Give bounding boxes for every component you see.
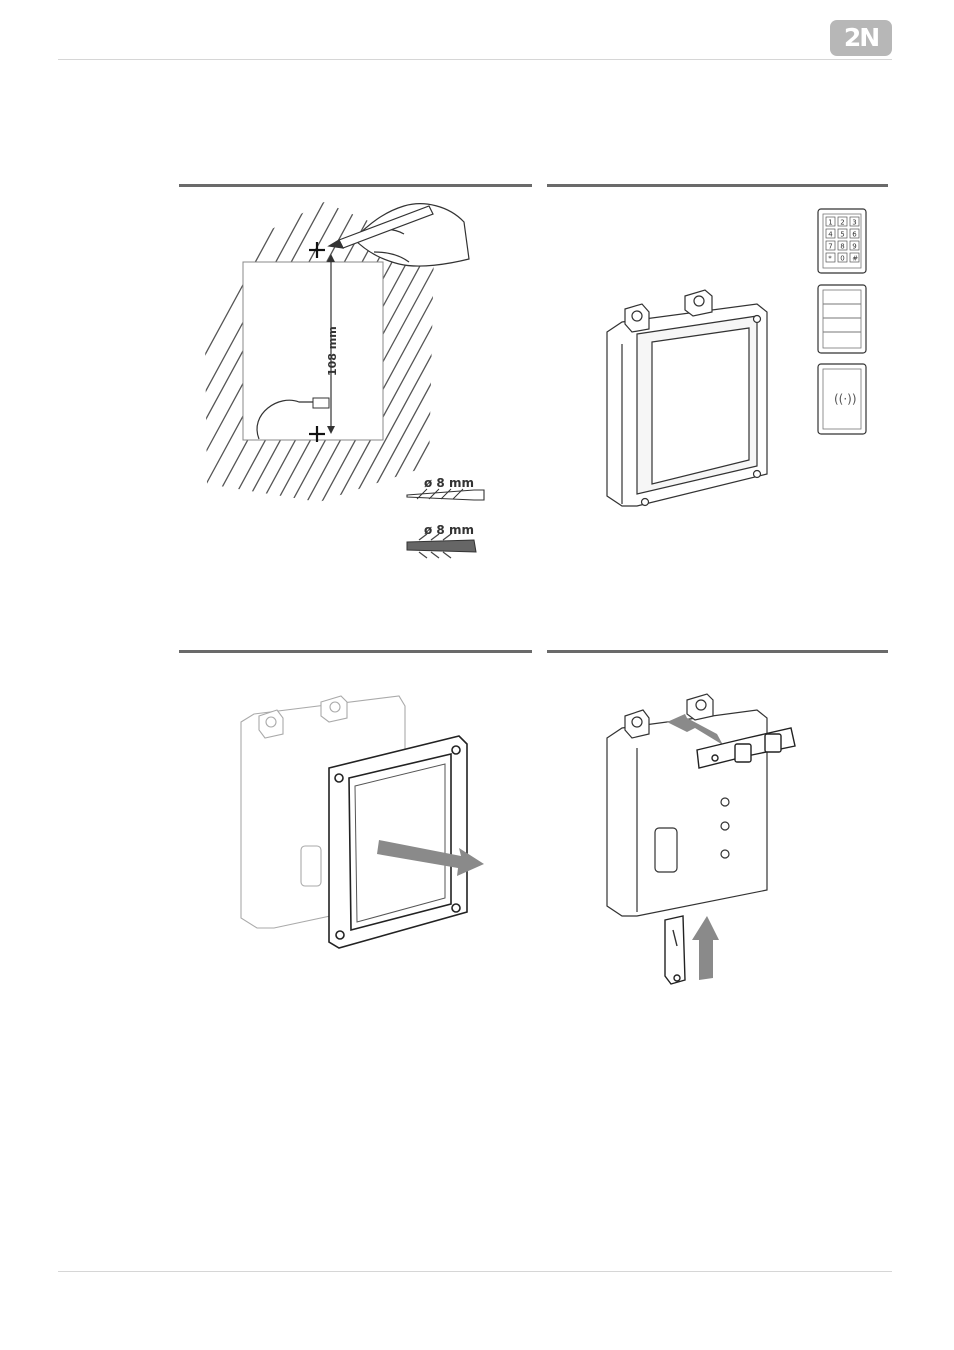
step4-panel: [547, 650, 888, 1030]
dimension-label: 108 mm: [326, 326, 339, 376]
brand-logo: 2N: [830, 20, 892, 56]
main-unit: [607, 290, 767, 506]
keypad-key-label: 2: [840, 218, 844, 226]
frame-removal-illustration: [179, 650, 532, 1030]
keypad-key-label: 7: [828, 242, 832, 250]
step1-top-bar: [179, 184, 532, 187]
front-frame: [329, 736, 467, 948]
rfid-icon: ((·)): [834, 392, 857, 406]
keypad-key-label: 9: [852, 242, 856, 250]
step4-top-bar: [547, 650, 888, 653]
keypad-key-label: 6: [852, 230, 857, 238]
clip-push-arrow: [692, 916, 719, 980]
step3-panel: [179, 650, 532, 1030]
keypad-key-label: 4: [828, 230, 833, 238]
wall-dowel-icon: [407, 534, 476, 558]
drill-mark-top: [309, 242, 325, 258]
header-rule: [58, 59, 892, 60]
bracket-assembly-illustration: [547, 650, 888, 1030]
step1-panel: 108 mm ø 8 mm ø 8 mm: [179, 184, 532, 602]
hand-with-pencil: [329, 204, 469, 266]
keypad-key-label: 5: [840, 230, 844, 238]
rfid-module: ((·)): [818, 364, 866, 434]
keypad-key-label: *: [828, 254, 832, 262]
keypad-key-label: 8: [840, 242, 844, 250]
lower-clip: [665, 916, 685, 984]
keypad-key-label: 0: [840, 254, 844, 262]
step2-top-bar: [547, 184, 888, 187]
keypad-key-label: #: [852, 254, 858, 262]
step3-top-bar: [179, 650, 532, 653]
drill-bit-icon: [407, 489, 484, 500]
wall-drilling-illustration: 108 mm ø 8 mm ø 8 mm: [179, 184, 532, 602]
drill-bit-label: ø 8 mm: [424, 476, 474, 490]
mounting-area-outline: [243, 262, 383, 440]
keypad-key-label: 1: [828, 218, 832, 226]
wall-dowel-label: ø 8 mm: [424, 523, 474, 537]
button-module: [818, 285, 866, 353]
footer-rule: [58, 1271, 892, 1272]
keypad-key-label: 3: [852, 218, 856, 226]
